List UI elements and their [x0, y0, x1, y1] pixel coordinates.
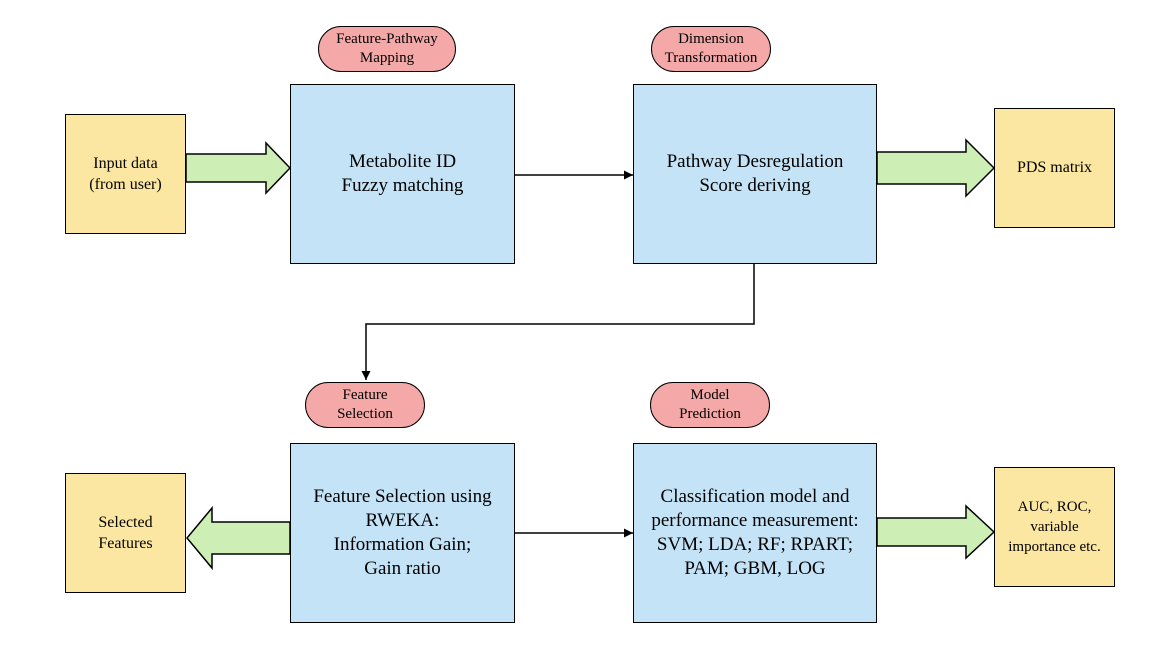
box-metabolite-id: Metabolite ID Fuzzy matching — [290, 84, 515, 264]
box-input-data: Input data (from user) — [65, 114, 186, 234]
label-feature-selection: Feature Selection — [305, 382, 425, 428]
block-arrow-pathway-to-pds — [876, 138, 996, 198]
label-feature-pathway-mapping: Feature-Pathway Mapping — [318, 26, 456, 72]
box-classification-model: Classification model and performance mea… — [633, 443, 877, 623]
label-dimension-transformation: Dimension Transformation — [651, 26, 771, 72]
box-auc-roc: AUC, ROC, variable importance etc. — [994, 467, 1115, 587]
label-model-prediction: Model Prediction — [650, 382, 770, 428]
block-arrow-feature-selection-to-selected — [186, 505, 291, 571]
box-feature-selection-rweka: Feature Selection using RWEKA: Informati… — [290, 443, 515, 623]
box-auc-roc-text: AUC, ROC, variable importance etc. — [1008, 499, 1101, 555]
box-pds-matrix: PDS matrix — [994, 108, 1115, 228]
box-selected-features-text: Selected Features — [98, 514, 153, 552]
label-feature-pathway-mapping-text: Feature-Pathway Mapping — [336, 31, 438, 66]
arrow-pathway-to-feature-selection — [361, 264, 755, 380]
block-arrow-input-to-metabolite — [185, 141, 292, 195]
box-feature-selection-rweka-text: Feature Selection using RWEKA: Informati… — [313, 486, 492, 579]
box-pds-matrix-text: PDS matrix — [1016, 159, 1093, 176]
box-pathway-desregulation-text: Pathway Desregulation Score deriving — [666, 151, 844, 196]
box-classification-model-text: Classification model and performance mea… — [651, 486, 859, 579]
label-dimension-transformation-text: Dimension Transformation — [664, 31, 758, 66]
block-arrow-classification-to-auc — [876, 504, 996, 560]
label-model-prediction-text: Model Prediction — [679, 387, 741, 422]
box-selected-features: Selected Features — [65, 473, 186, 593]
box-pathway-desregulation: Pathway Desregulation Score deriving — [633, 84, 877, 264]
box-input-data-text: Input data (from user) — [89, 155, 162, 193]
label-feature-selection-text: Feature Selection — [337, 387, 393, 422]
box-metabolite-id-text: Metabolite ID Fuzzy matching — [341, 151, 464, 196]
